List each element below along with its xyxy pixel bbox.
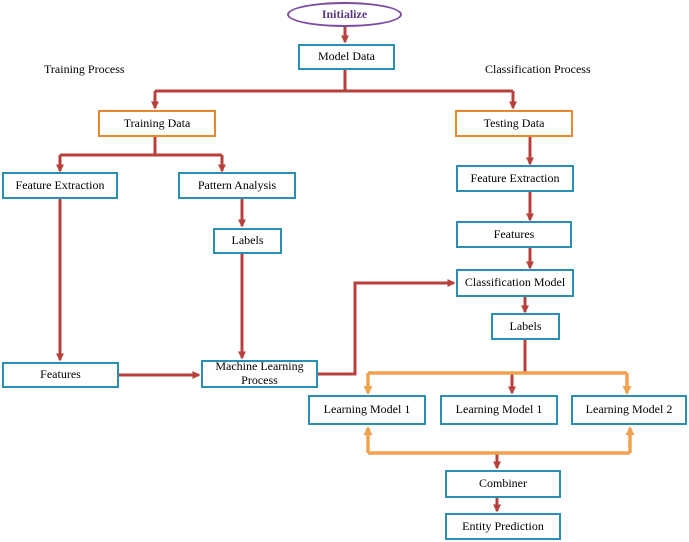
entity-prediction-box: Entity Prediction (445, 513, 561, 540)
labels-right-box: Labels (491, 313, 560, 340)
arrow-training-data-split (60, 136, 222, 157)
feature-extraction-left-box: Feature Extraction (2, 172, 118, 199)
learning-model-middle-box: Learning Model 1 (440, 395, 558, 425)
arrow-split-to-training-data (155, 89, 513, 108)
training-data-box: Training Data (98, 110, 216, 137)
labels-left-box: Labels (213, 228, 282, 254)
training-process-heading: Training Process (44, 62, 125, 76)
initialize-node: Initialize (287, 2, 402, 27)
arrow-machine-learning-to-classification (318, 279, 456, 376)
classification-process-heading: Classification Process (485, 62, 591, 76)
pattern-analysis-box: Pattern Analysis (178, 172, 296, 199)
machine-learning-process-box: Machine Learning Process (201, 359, 318, 388)
combiner-box: Combiner (445, 470, 561, 498)
classification-model-box: Classification Model (456, 269, 574, 297)
features-left-box: Features (2, 362, 119, 388)
learning-model-left-box: Learning Model 1 (308, 395, 426, 425)
features-right-box: Features (456, 221, 572, 248)
model-data-box: Model Data (298, 44, 395, 70)
learning-model-right-box: Learning Model 2 (571, 395, 687, 425)
testing-data-box: Testing Data (455, 110, 573, 137)
feature-extraction-right-box: Feature Extraction (456, 165, 574, 192)
